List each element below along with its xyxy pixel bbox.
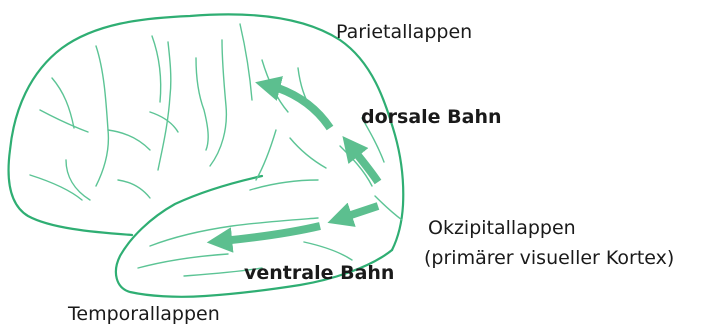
sulcus [250,180,318,190]
sulcus [158,42,171,170]
sulcus [375,196,402,220]
label-occipital-subtitle: (primärer visueller Kortex) [424,247,674,269]
sulcus [66,160,90,200]
label-occipital: Okzipitallappen [428,217,576,239]
label-dorsal-stream: dorsale Bahn [361,106,502,128]
ventral-stream [222,206,378,241]
sulcus [152,36,161,102]
sulcus [30,175,82,200]
sulcus [118,180,150,198]
sulcus [196,58,208,150]
sulcus [108,130,150,150]
sulcus [150,112,178,132]
sulcus [138,254,228,268]
brain-sulci [30,24,402,276]
sulcus [304,242,352,260]
label-ventral-stream: ventrale Bahn [244,262,394,284]
ventral-arrow-left [222,226,320,241]
sulcus [52,78,74,128]
sulcus [96,46,108,186]
dorsal-arrow-lower [352,148,378,182]
sulcus [256,130,276,180]
brain-outline [9,14,404,296]
label-temporal: Temporallappen [67,303,220,325]
ventral-arrow-right [342,206,378,218]
sulcus [210,40,226,166]
sulcus [240,24,252,100]
sulcus [290,138,326,168]
label-parietal: Parietallappen [336,21,472,43]
dorsal-arrow-upper [270,86,330,128]
sulcus [40,110,88,132]
